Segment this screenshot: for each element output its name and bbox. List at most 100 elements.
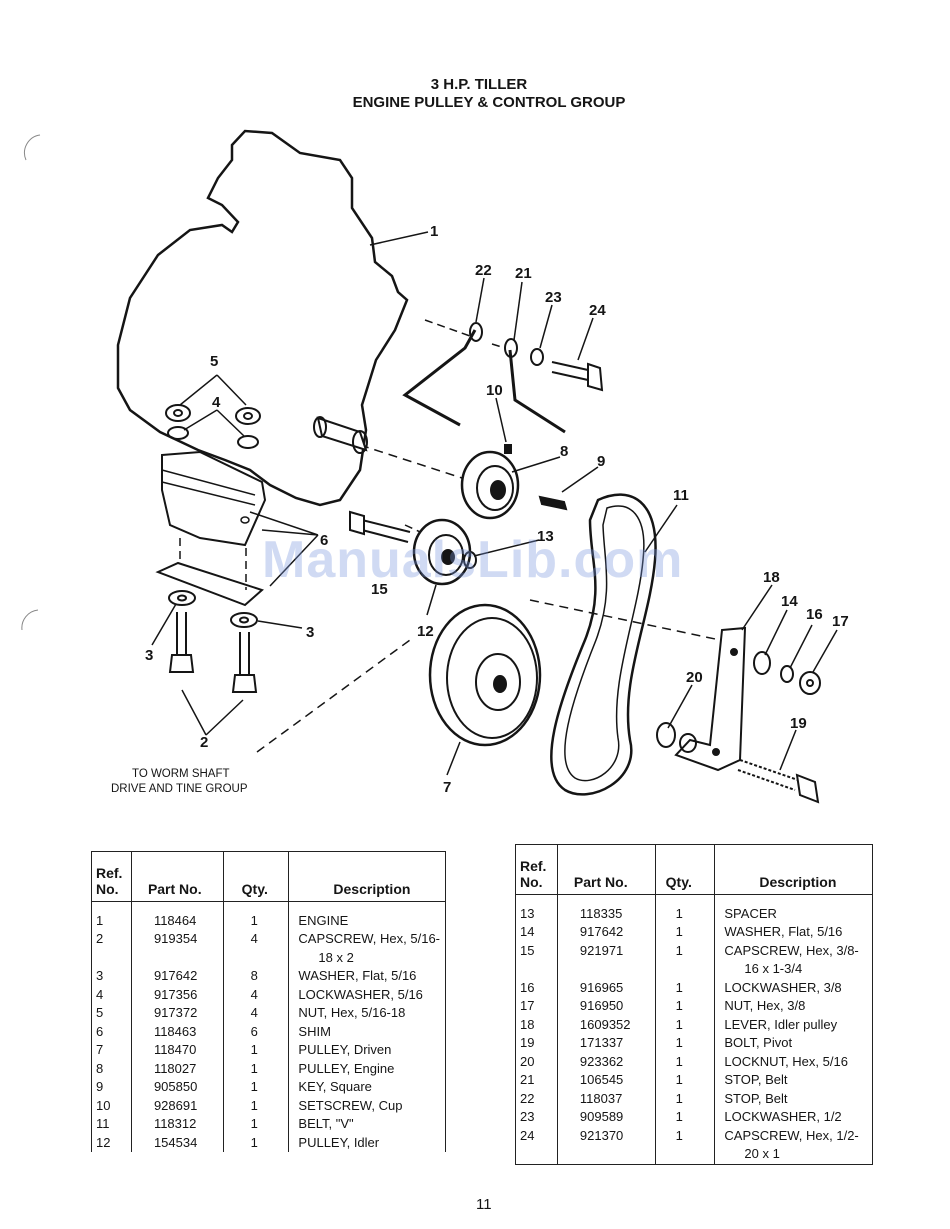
part-no-cell: 118335 bbox=[557, 904, 656, 923]
ref-cell: 22 bbox=[515, 1089, 558, 1108]
description-cell: WASHER, Flat, 5/16 bbox=[298, 968, 417, 983]
qty-cell: 1 bbox=[223, 911, 290, 930]
callout-16: 16 bbox=[806, 606, 823, 623]
idler-lever bbox=[674, 626, 747, 772]
header-part-no: Part No. bbox=[131, 851, 224, 902]
part-no-cell: 928691 bbox=[131, 1096, 224, 1115]
ref-cell: 4 bbox=[91, 985, 132, 1004]
callout-3-right: 3 bbox=[306, 624, 314, 641]
header-qty: Qty. bbox=[223, 851, 290, 902]
ref-cell: 11 bbox=[91, 1115, 132, 1134]
ref-cell: 17 bbox=[515, 997, 558, 1016]
callout-21: 21 bbox=[515, 265, 532, 282]
callout-4: 4 bbox=[212, 394, 221, 411]
ref-cell: 7 bbox=[91, 1041, 132, 1060]
description-cell: LOCKNUT, Hex, 5/16 bbox=[724, 1053, 848, 1069]
part-no-cell: 909589 bbox=[557, 1108, 656, 1127]
qty-cell: 1 bbox=[655, 941, 716, 979]
part-no-cell: 919354 bbox=[131, 930, 224, 967]
ref-cell: 24 bbox=[515, 1126, 558, 1164]
exploded-parts-diagram: 1 2 3 3 4 5 6 7 8 9 10 11 12 13 14 15 16… bbox=[21, 129, 849, 804]
callout-19: 19 bbox=[790, 715, 807, 732]
qty-cell: 1 bbox=[655, 923, 716, 942]
watermark: ManualsLib.com bbox=[262, 531, 684, 589]
qty-cell: 1 bbox=[223, 1059, 290, 1078]
ref-cell: 9 bbox=[91, 1078, 132, 1097]
page-number: 11 bbox=[476, 1196, 492, 1213]
callout-15: 15 bbox=[371, 581, 388, 598]
part-no-cell: 916965 bbox=[557, 978, 656, 997]
qty-cell: 1 bbox=[223, 1096, 290, 1115]
part-no-cell: 921971 bbox=[557, 941, 656, 979]
table-header-row: Ref.No. Part No. Qty. Description bbox=[91, 851, 446, 902]
part-no-cell: 916950 bbox=[557, 997, 656, 1016]
description-cell: NUT, Hex, 3/8 bbox=[724, 998, 806, 1013]
part-no-cell: 921370 bbox=[557, 1126, 656, 1164]
qty-cell: 1 bbox=[655, 1015, 716, 1034]
qty-cell: 1 bbox=[655, 1052, 716, 1071]
description-cell: BELT, "V" bbox=[298, 1116, 354, 1131]
header-description: Description bbox=[714, 844, 873, 895]
header-description: Description bbox=[288, 851, 446, 902]
callout-24: 24 bbox=[589, 302, 606, 319]
diagram-caption-line2: DRIVE AND TINE GROUP bbox=[111, 783, 248, 795]
ref-cell: 8 bbox=[91, 1059, 132, 1078]
ref-cell: 1 bbox=[91, 911, 132, 930]
callout-1: 1 bbox=[430, 223, 438, 240]
diagram-subtitle: ENGINE PULLEY & CONTROL GROUP bbox=[352, 94, 626, 111]
callout-18: 18 bbox=[763, 569, 780, 586]
description-cell: STOP, Belt bbox=[724, 1090, 788, 1106]
part-no-cell: 118037 bbox=[557, 1089, 656, 1108]
part-no-cell: 118470 bbox=[131, 1041, 224, 1060]
description-cell: SPACER bbox=[724, 905, 777, 921]
qty-cell: 1 bbox=[223, 1078, 290, 1097]
part-no-cell: 923362 bbox=[557, 1052, 656, 1071]
part-no-cell: 917642 bbox=[131, 967, 224, 986]
ref-cell: 23 bbox=[515, 1108, 558, 1127]
description-cell: PULLEY, Driven bbox=[298, 1042, 392, 1057]
part-no-cell: 917642 bbox=[557, 923, 656, 942]
ref-cell: 21 bbox=[515, 1071, 558, 1090]
qty-cell: 1 bbox=[655, 978, 716, 997]
part-no-cell: 1609352 bbox=[557, 1015, 656, 1034]
callout-12: 12 bbox=[417, 623, 434, 640]
qty-cell: 6 bbox=[223, 1022, 290, 1041]
part-no-cell: 905850 bbox=[131, 1078, 224, 1097]
description-cell: ENGINE bbox=[298, 912, 349, 928]
qty-cell: 4 bbox=[223, 985, 290, 1004]
callout-11: 11 bbox=[673, 487, 689, 504]
ref-cell: 5 bbox=[91, 1004, 132, 1023]
description-cell: PULLEY, Idler bbox=[298, 1134, 380, 1150]
part-no-cell: 171337 bbox=[557, 1034, 656, 1053]
callout-9: 9 bbox=[597, 453, 605, 470]
callout-14: 14 bbox=[781, 593, 798, 610]
part-no-cell: 118463 bbox=[131, 1022, 224, 1041]
description-cell: LEVER, Idler pulley bbox=[724, 1016, 838, 1032]
description-cell: BOLT, Pivot bbox=[724, 1035, 793, 1050]
description-cell: LOCKWASHER, 5/16 bbox=[298, 986, 423, 1002]
callout-20: 20 bbox=[686, 669, 703, 686]
